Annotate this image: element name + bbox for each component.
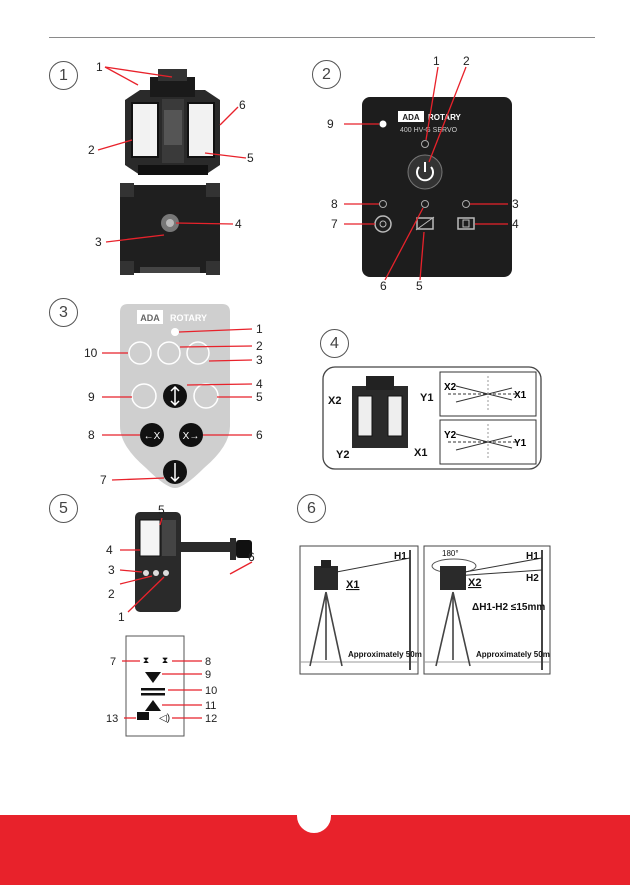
legend-callout-7: 7 bbox=[110, 656, 116, 668]
callout-4: 4 bbox=[235, 217, 242, 231]
callout-2: 2 bbox=[88, 143, 95, 157]
callout-3: 3 bbox=[95, 235, 102, 249]
left-h1-label: H1 bbox=[394, 551, 407, 562]
sound-icon: ◁) bbox=[159, 713, 170, 724]
figure-5-receiver: 5 4 6 3 2 1 ⧗ ⧗ ◁) 7 8 9 10 11 13 12 bbox=[80, 500, 295, 740]
legend-callout-12: 12 bbox=[205, 713, 217, 725]
remote-callout-8: 8 bbox=[88, 428, 95, 442]
panel-callout-6: 6 bbox=[380, 279, 387, 292]
inset-y-left: Y2 bbox=[444, 430, 457, 441]
axis-label-x1: X1 bbox=[414, 447, 427, 459]
tripod-panel-right: 180° H1 X2 H2 ΔH1-H2 ≤15mm Approximately… bbox=[424, 546, 550, 674]
remote-callout-6: 6 bbox=[256, 428, 263, 442]
panel-callout-1: 1 bbox=[433, 54, 440, 68]
receiver-device bbox=[135, 512, 252, 612]
remote-callout-7: 7 bbox=[100, 473, 107, 487]
panel-callout-8: 8 bbox=[331, 197, 338, 211]
panel-subtitle: 400 HV-G SERVO bbox=[400, 127, 458, 134]
remote-callout-5: 5 bbox=[256, 390, 263, 404]
section-number-1: 1 bbox=[49, 61, 78, 90]
right-x2-label: X2 bbox=[468, 577, 481, 589]
section-number-5: 5 bbox=[49, 494, 78, 523]
figure-4-axis-calibration: X2 Y1 Y2 X1 X2 X1 Y2 Y1 bbox=[322, 366, 544, 472]
legend-callout-11: 11 bbox=[205, 700, 216, 712]
receiver-callout-1: 1 bbox=[118, 610, 125, 624]
battery-icon bbox=[137, 712, 149, 720]
panel-callout-4: 4 bbox=[512, 217, 519, 231]
panel-callout-3: 3 bbox=[512, 197, 519, 211]
panel-callout-7: 7 bbox=[331, 217, 338, 231]
remote-right-x-label: X→ bbox=[183, 431, 200, 442]
receiver-callout-6: 6 bbox=[248, 550, 255, 564]
device-bottom-view bbox=[120, 183, 220, 275]
device-top-view bbox=[125, 69, 220, 175]
axis-label-y2: Y2 bbox=[336, 449, 349, 461]
remote-brand: ADA bbox=[140, 313, 160, 323]
right-angle-label: 180° bbox=[442, 549, 459, 558]
remote-model: ROTARY bbox=[170, 313, 207, 323]
right-distance-note: Approximately 50m bbox=[476, 650, 550, 659]
up-fast-icon: ⧗ bbox=[162, 655, 168, 665]
figure-6-accuracy-check: H1 X1 Approximately 50m 180° H1 X2 H2 ΔH… bbox=[296, 540, 558, 678]
receiver-display-legend: ⧗ ⧗ ◁) bbox=[126, 636, 184, 736]
legend-callout-10: 10 bbox=[205, 685, 217, 697]
axis-label-x2: X2 bbox=[328, 395, 341, 407]
level-icon bbox=[141, 693, 165, 696]
remote-led bbox=[171, 328, 179, 336]
figure-1-device: 1 2 6 5 4 3 bbox=[80, 55, 255, 290]
receiver-clamp bbox=[181, 538, 236, 560]
inset-x-axis: X2 X1 bbox=[440, 372, 536, 416]
axis-label-y1: Y1 bbox=[420, 392, 433, 404]
panel-callout-9: 9 bbox=[327, 117, 334, 131]
panel-brand: ADA bbox=[402, 113, 420, 122]
figure-3-remote-control: ADA ROTARY ←X X→ 1 2 3 10 4 9 5 8 6 7 bbox=[80, 296, 280, 496]
callout-5: 5 bbox=[247, 151, 254, 165]
panel-callout-5: 5 bbox=[416, 279, 423, 292]
receiver-callout-2: 2 bbox=[108, 587, 115, 601]
legend-callout-13: 13 bbox=[106, 713, 118, 725]
legend-callout-8: 8 bbox=[205, 656, 211, 668]
legend-callout-9: 9 bbox=[205, 669, 211, 681]
remote-callout-4: 4 bbox=[256, 377, 263, 391]
inset-y-axis: Y2 Y1 bbox=[440, 420, 536, 464]
up-slow-icon: ⧗ bbox=[143, 655, 149, 665]
callout-6: 6 bbox=[239, 98, 246, 112]
left-x1-label: X1 bbox=[346, 579, 359, 591]
receiver-callout-5: 5 bbox=[158, 503, 165, 517]
tripod-panel-left: H1 X1 Approximately 50m bbox=[300, 546, 422, 674]
led-indicator-9 bbox=[380, 121, 387, 128]
axis-device bbox=[352, 376, 408, 448]
inset-y-right: Y1 bbox=[514, 438, 527, 449]
callout-1: 1 bbox=[96, 60, 103, 74]
remote-callout-10: 10 bbox=[84, 346, 98, 360]
section-number-3: 3 bbox=[49, 298, 78, 327]
remote-callout-2: 2 bbox=[256, 339, 263, 353]
power-icon[interactable] bbox=[408, 155, 442, 189]
receiver-callout-4: 4 bbox=[106, 543, 113, 557]
left-distance-note: Approximately 50m bbox=[348, 650, 422, 659]
figure-2-control-panel: ADA ROTARY 400 HV-G SERVO 1 2 9 8 3 7 4 … bbox=[320, 52, 560, 292]
accuracy-formula: ΔH1-H2 ≤15mm bbox=[472, 602, 545, 613]
inset-x-left: X2 bbox=[444, 382, 457, 393]
remote-callout-1: 1 bbox=[256, 322, 263, 336]
right-h2-label: H2 bbox=[526, 573, 539, 584]
section-number-4: 4 bbox=[320, 329, 349, 358]
remote-callout-3: 3 bbox=[256, 353, 263, 367]
inset-x-right: X1 bbox=[514, 390, 527, 401]
panel-callout-2: 2 bbox=[463, 54, 470, 68]
top-rule bbox=[49, 37, 595, 38]
remote-callout-9: 9 bbox=[88, 390, 95, 404]
right-h1-label: H1 bbox=[526, 551, 539, 562]
section-number-6: 6 bbox=[297, 494, 326, 523]
remote-left-x-label: ←X bbox=[144, 431, 161, 442]
receiver-callout-3: 3 bbox=[108, 563, 115, 577]
